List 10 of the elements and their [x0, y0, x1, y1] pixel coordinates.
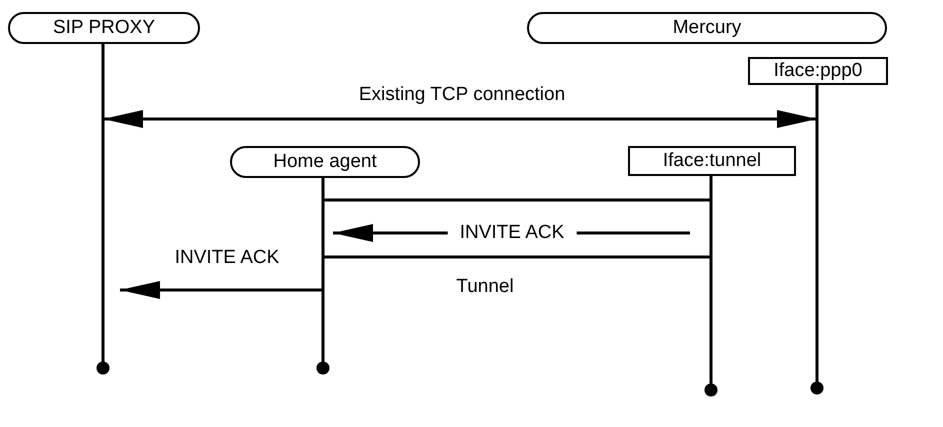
message-arrow — [103, 110, 817, 128]
tunnel-label: Tunnel — [456, 276, 514, 298]
tunnel-line — [323, 198, 711, 202]
lifeline-header: Mercury — [527, 12, 887, 44]
lifeline-header: SIP PROXY — [8, 12, 200, 44]
lifeline-header: Home agent — [230, 146, 420, 178]
tunnel-line — [323, 256, 711, 258]
lifeline-header: Iface:tunnel — [628, 146, 796, 176]
lifeline-header: Iface:ppp0 — [748, 57, 888, 85]
message-arrow — [120, 281, 323, 299]
